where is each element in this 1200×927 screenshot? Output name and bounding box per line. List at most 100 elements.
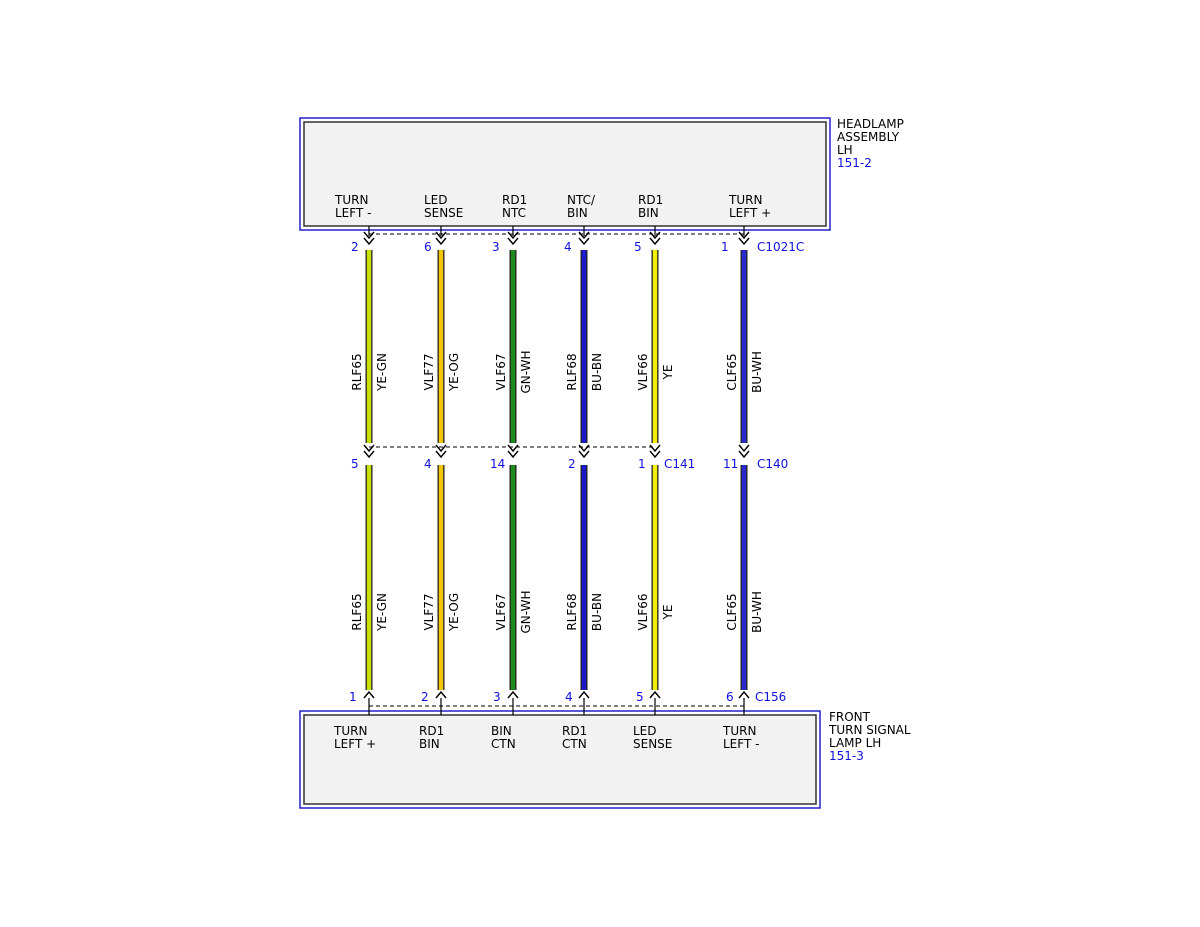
wire-vlf67-segment[interactable] [509,465,517,690]
wire-circuit-label: RLF68 [565,353,579,390]
wire-fill [366,465,372,690]
wire-circuit-label: RLF65 [350,593,364,630]
wire-clf65-segment[interactable] [740,465,748,690]
lamp-pin-label: CTN [562,737,587,751]
headlamp-pin-label: NTC [502,206,526,220]
headlamp-pin-label: NTC/ [567,193,596,207]
wire-circuit-label: VLF77 [422,353,436,390]
pin-number: 4 [565,690,573,704]
wire-clf65-segment[interactable] [740,250,748,443]
wire-rlf65-segment[interactable] [365,465,373,690]
headlamp-pin-label: LEFT - [335,206,371,220]
headlamp-name-label: HEADLAMP ASSEMBLY LH 151-2 [837,117,904,170]
wire-circuit-label: VLF77 [422,593,436,630]
headlamp-assembly-component[interactable] [299,117,831,231]
wire-circuit-label: RLF68 [565,593,579,630]
pin-number: 3 [492,240,500,254]
lamp-pin-label: TURN [333,724,367,738]
connector-pin-symbol [649,444,661,459]
headlamp-pin-label: BIN [567,206,588,220]
headlamp-box-inner [303,121,827,227]
lamp-pin-labels: TURN LEFT + RD1 BIN BIN CTN RD1 CTN LED … [333,724,759,751]
headlamp-name-line: HEADLAMP [837,117,904,131]
wire-circuit-label: VLF66 [636,593,650,630]
wire-color-label: GN-WH [519,590,533,633]
headlamp-name-line: LH [837,143,853,157]
wire-vlf77-segment[interactable] [437,250,445,443]
wire-vlf67-segment[interactable] [509,250,517,443]
connector-pin-symbol [507,690,519,699]
pin-number: 2 [568,457,576,471]
connector-pin-symbol [738,690,750,699]
wire-fill [741,250,747,443]
front-turn-signal-lamp-component[interactable] [299,710,821,809]
wire-circuit-label: CLF65 [725,593,739,630]
connector-pin-symbol [738,231,750,246]
wire-fill [741,465,747,690]
pin-number: 2 [351,240,359,254]
connector-name-c156: C156 [755,690,786,704]
pin-number: 3 [493,690,501,704]
headlamp-pin-label: BIN [638,206,659,220]
wire-color-label: BU-BN [590,353,604,391]
connector-pin-symbol [649,231,661,246]
pin-number: 14 [490,457,505,471]
wire-rlf65-segment[interactable] [365,250,373,443]
lamp-pin-label: TURN [722,724,756,738]
connector-pin-symbol [363,444,375,459]
connector-pin-symbol [363,690,375,699]
headlamp-ref: 151-2 [837,156,872,170]
lamp-pin-label: CTN [491,737,516,751]
wire-vlf77-segment[interactable] [437,465,445,690]
wire-fill [581,250,587,443]
lamp-box-outer [299,710,821,809]
connector-pin-symbol [435,690,447,699]
connector-c141-c140-pins: 5 4 14 2 1 11 C141 C140 [351,457,788,471]
pin-number: 5 [634,240,642,254]
headlamp-pin-label: SENSE [424,206,463,220]
wire-fill [510,465,516,690]
wire-vlf66-segment[interactable] [651,465,659,690]
connector-pin-symbol [363,231,375,246]
wire-fill [652,465,658,690]
connector-pin-symbol [578,231,590,246]
lamp-pin-label: BIN [491,724,512,738]
wire-color-label: BU-WH [750,351,764,393]
wire-color-label: YE-GN [375,593,389,632]
wire-circuit-label: CLF65 [725,353,739,390]
pin-number: 6 [424,240,432,254]
connector-pin-symbol [578,690,590,699]
connector-pin-symbol [435,444,447,459]
headlamp-name-line: ASSEMBLY [837,130,900,144]
headlamp-pin-label: TURN [334,193,368,207]
pin-number: 2 [421,690,429,704]
lamp-pin-label: RD1 [562,724,587,738]
wire-color-label: YE-OG [447,593,461,632]
wire-color-label: YE [661,605,675,621]
wire-rlf68-segment[interactable] [580,250,588,443]
headlamp-pin-label: TURN [728,193,762,207]
connector-c156-pins: 1 2 3 4 5 6 C156 [349,690,786,704]
pin-number: 4 [564,240,572,254]
connector-pin-symbol [507,231,519,246]
lamp-name-line: LAMP LH [829,736,881,750]
connector-pin-symbol [578,444,590,459]
wire-vlf66-segment[interactable] [651,250,659,443]
connector-pin-symbol [649,690,661,699]
lamp-pin-label: LEFT + [334,737,376,751]
wire-fill [438,465,444,690]
connector-name-c141: C141 [664,457,695,471]
wire-circuit-label: VLF66 [636,353,650,390]
wire-color-label: BU-WH [750,591,764,633]
lamp-pin-label: SENSE [633,737,672,751]
pin-number: 1 [349,690,357,704]
lamp-name-line: TURN SIGNAL [828,723,911,737]
pin-number: 4 [424,457,432,471]
wire-color-label: YE [661,365,675,381]
wire-rlf68-segment[interactable] [580,465,588,690]
wire-color-label: YE-GN [375,353,389,392]
connector-pin-symbol [435,231,447,246]
wire-fill [366,250,372,443]
